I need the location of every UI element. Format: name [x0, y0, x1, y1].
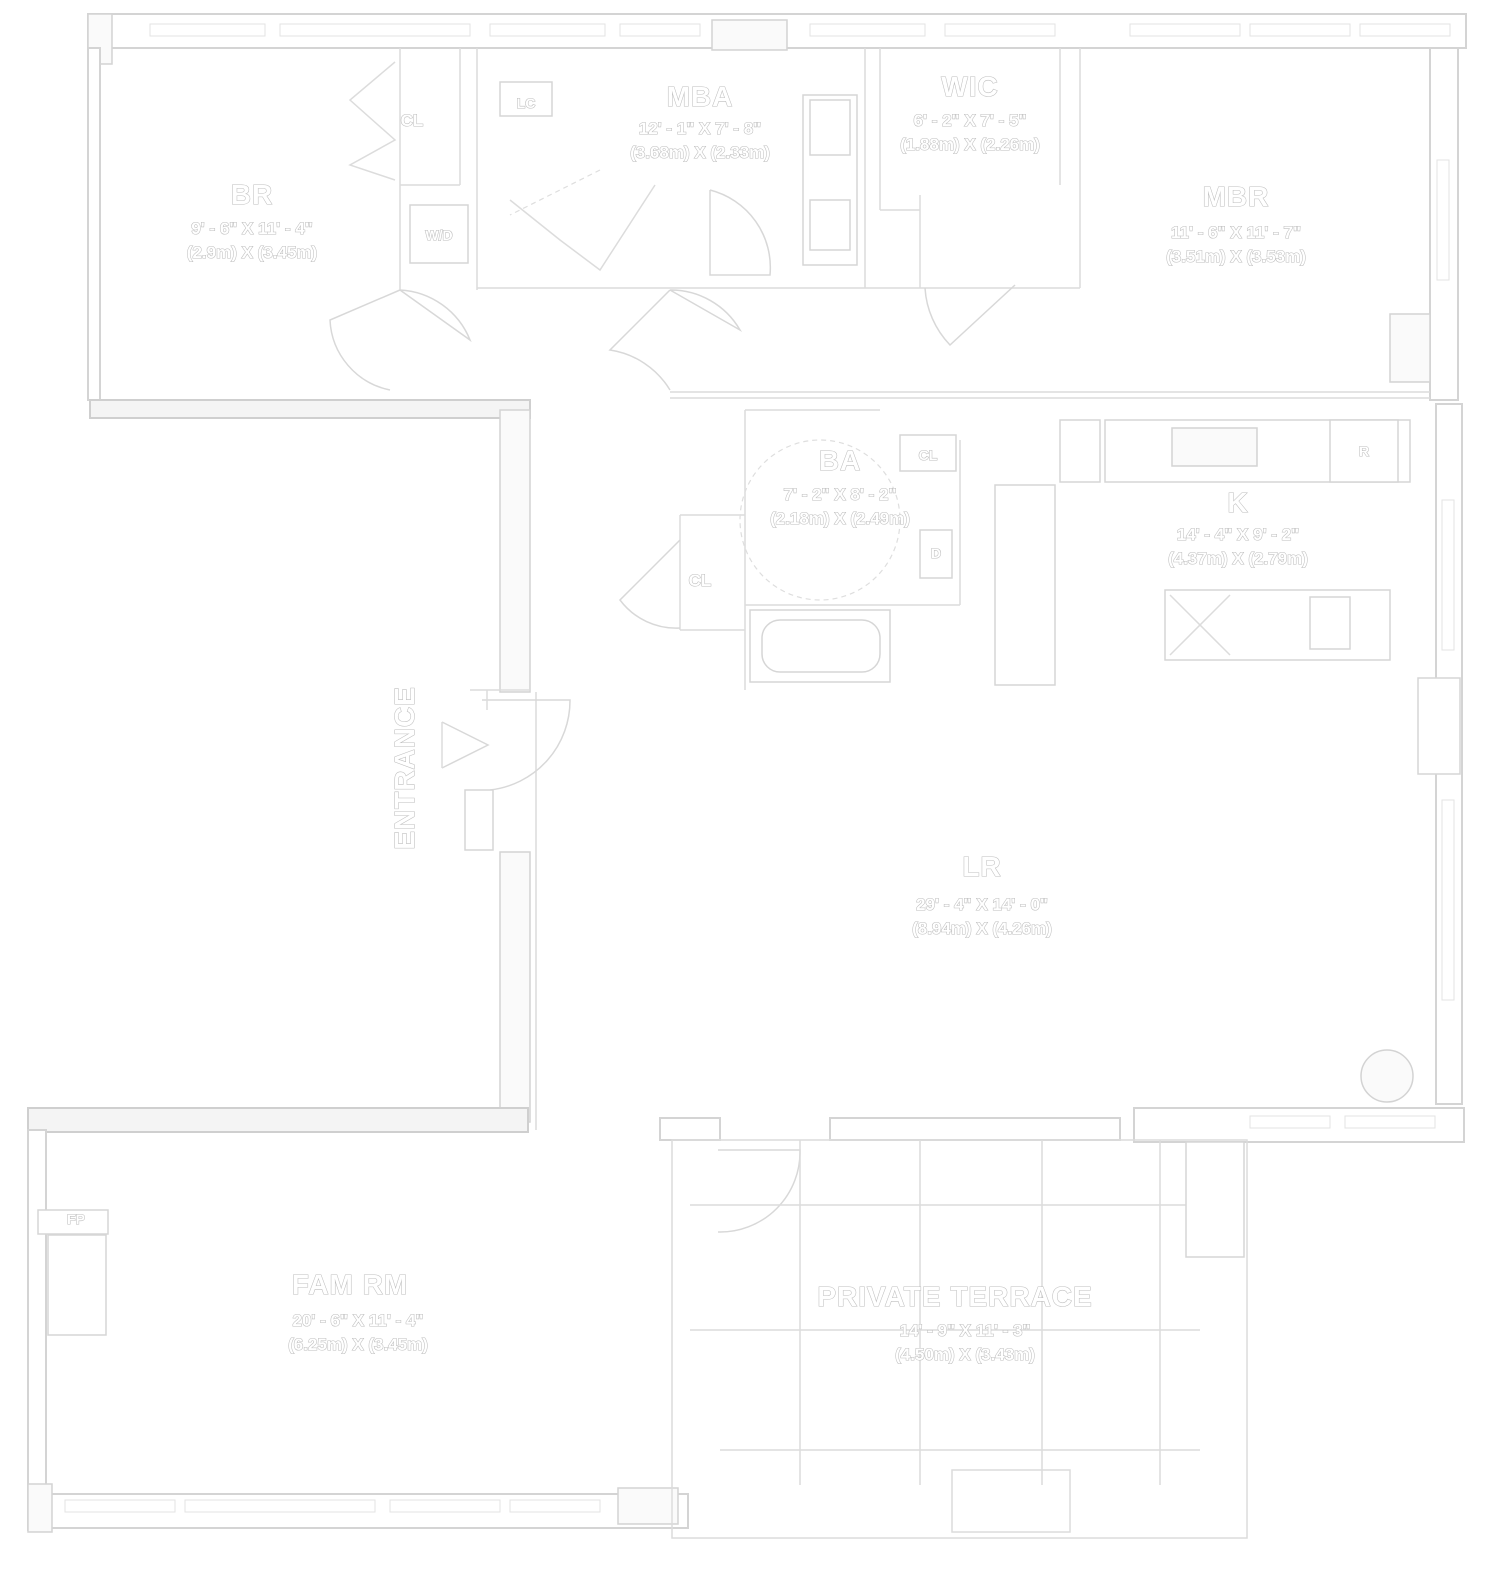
label-closet-k: CL [919, 447, 938, 463]
label-fireplace: FP [67, 1211, 85, 1227]
room-dim-mbr: 11' - 6" X 11' - 7" [1171, 223, 1301, 242]
room-dim-mba: 12' - 1" X 7' - 8" [639, 119, 761, 138]
room-dim-fam: 20' - 6" X 11' - 4" [293, 1311, 424, 1330]
door-swings [329, 61, 1016, 1233]
room-dim-wic: 6' - 2" X 7' - 5" [913, 111, 1026, 130]
column-icon [1360, 1049, 1414, 1103]
fireplace-icon [47, 1234, 107, 1336]
room-dim-metric-wic: (1.88m) X (2.26m) [900, 135, 1040, 154]
room-dim-metric-mbr: (3.51m) X (3.53m) [1166, 247, 1306, 266]
label-closet-ba: CL [689, 571, 712, 590]
interior-walls [399, 48, 1430, 1130]
room-name-mbr: MBR [1203, 181, 1270, 212]
room-dim-lr: 29' - 4" X 14' - 0" [916, 895, 1048, 914]
room-dim-metric-terrace: (4.50m) X (3.43m) [895, 1345, 1035, 1364]
room-dim-terrace: 14' - 9" X 11' - 3" [900, 1321, 1031, 1340]
room-name-wic: WIC [941, 71, 998, 102]
room-name-ba: BA [819, 445, 861, 476]
room-dim-metric-lr: (8.94m) X (4.26m) [912, 919, 1052, 938]
room-dim-metric-br: (2.9m) X (3.45m) [187, 243, 317, 262]
room-name-mba: MBA [667, 81, 734, 112]
room-labels: BR 9' - 6" X 11' - 4" (2.9m) X (3.45m) M… [67, 70, 1370, 1364]
entrance-arrow-icon [441, 721, 490, 769]
label-dishwasher: D [931, 545, 941, 561]
label-closet-br: CL [401, 111, 424, 130]
turning-circle [739, 439, 901, 601]
door-swing-icon [399, 289, 472, 343]
kitchen-island [1164, 589, 1391, 661]
exterior-walls [27, 13, 1467, 1539]
fixtures [37, 81, 1414, 1485]
entrance-label: ENTRANCE [389, 686, 420, 850]
room-name-fam: FAM RM [292, 1269, 408, 1300]
label-washer-dryer: W/D [425, 227, 452, 243]
room-dim-metric-fam: (6.25m) X (3.45m) [288, 1335, 428, 1354]
toilet-icon [919, 529, 953, 579]
room-name-terrace: PRIVATE TERRACE [817, 1281, 1092, 1312]
room-name-k: K [1227, 487, 1248, 518]
room-dim-k: 14' - 4" X 9' - 2" [1177, 525, 1299, 544]
room-dim-metric-mba: (3.68m) X (2.33m) [630, 143, 770, 162]
room-name-lr: LR [962, 851, 1001, 882]
label-linen-closet: LC [517, 95, 536, 111]
room-dim-metric-k: (4.37m) X (2.79m) [1168, 549, 1308, 568]
room-dim-ba: 7' - 2" X 8' - 2" [783, 485, 896, 504]
room-dim-metric-ba: (2.18m) X (2.49m) [770, 509, 910, 528]
label-refrigerator: R [1359, 443, 1369, 459]
washer-dryer-icon [409, 204, 469, 264]
room-dim-br: 9' - 6" X 11' - 4" [191, 219, 313, 238]
stove-icon [1171, 427, 1258, 467]
room-name-br: BR [231, 179, 273, 210]
